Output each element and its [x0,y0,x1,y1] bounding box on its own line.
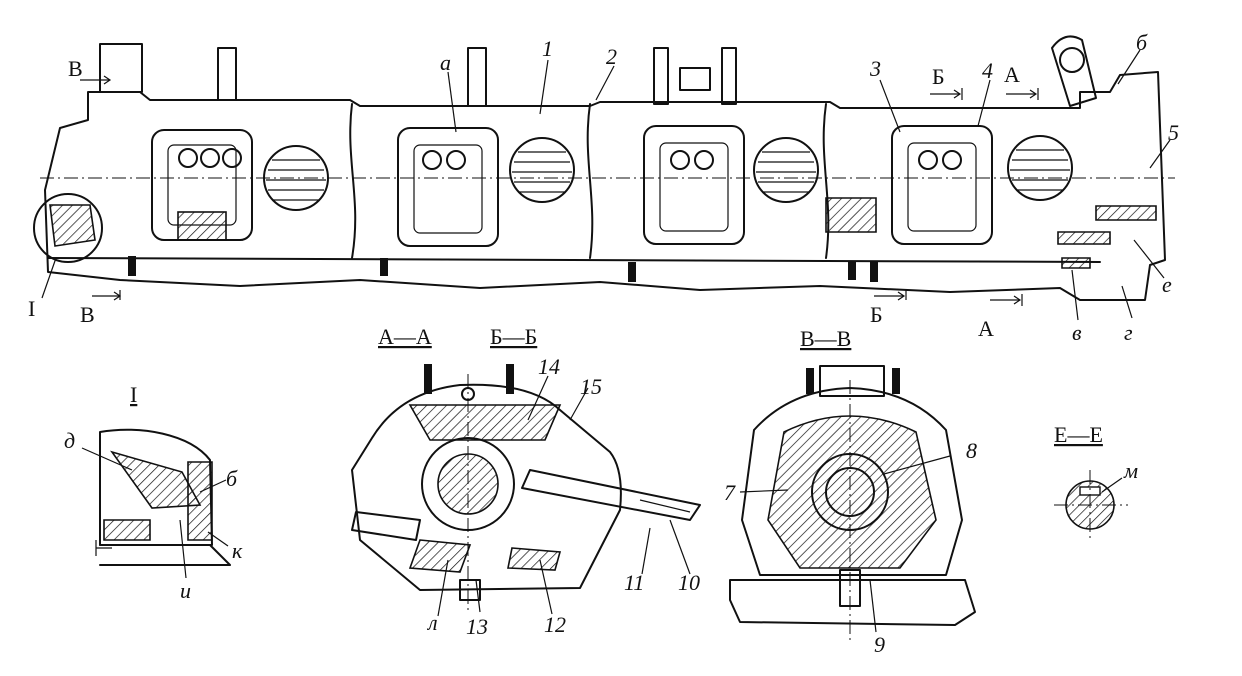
valve-unit-4 [891,125,1073,245]
label-m: м [1123,458,1138,483]
label-b-main: б [1136,30,1148,55]
part-number-10: 10 [678,570,700,595]
part-number-12: 12 [544,612,566,637]
part-number-1: 1 [542,36,553,61]
right-end-hatch-1 [1057,231,1111,245]
bottom-nuts [128,256,878,282]
title-detail-I: I [130,382,137,407]
detail-I-view [81,428,231,579]
part-number-4: 4 [982,58,993,83]
section-arrows [80,75,1039,306]
valve-unit-1 [151,129,329,241]
marker-b-bottom: Б [870,302,883,327]
section-AA-BB-view [351,364,701,617]
leader-lines [41,49,1171,321]
section-EE-view [1054,470,1128,540]
section-VV-view [729,365,976,640]
marker-b-top: Б [932,64,945,89]
part-number-9: 9 [874,632,885,657]
part-number-11: 11 [624,570,644,595]
segment-divider-2 [586,103,594,259]
title-section-VV: В—В [800,326,851,351]
marker-detail-I: I [28,296,35,321]
part-number-13: 13 [466,614,488,639]
title-section-EE: Е—Е [1054,422,1103,447]
label-i: и [180,578,191,603]
head-outline [44,71,1166,301]
title-section-BB: Б—Б [490,324,537,349]
label-a: а [440,50,451,75]
marker-v-bottom: В [80,302,95,327]
part-number-14: 14 [538,354,560,379]
detail-I-callout-circle [33,193,103,263]
label-l: л [426,610,438,635]
lower-edge [47,257,1101,263]
segment-divider-3 [822,103,830,259]
part-number-2: 2 [606,44,617,69]
part-number-5: 5 [1168,120,1179,145]
valve-unit-2 [397,127,575,247]
part-number-3: 3 [869,56,881,81]
marker-a-top: А [1004,62,1020,87]
right-end-hatch-3 [1061,257,1091,269]
center-hatch [825,197,877,233]
marker-a-bottom: А [978,316,994,341]
part-number-7: 7 [724,480,736,505]
label-v: в [1072,320,1082,345]
label-k: к [232,538,243,563]
marker-v-top: В [68,56,83,81]
top-studs [99,35,1097,107]
valve-unit-3 [643,125,819,245]
detail-I-hatched-part [49,204,96,247]
main-assembly-view [33,35,1175,321]
label-b-detail: б [226,466,238,491]
label-e: е [1162,272,1172,297]
right-end-hatch-2 [1095,205,1157,221]
part-number-8: 8 [966,438,977,463]
label-g: г [1124,320,1133,345]
labels: В В Б Б А А I а б в г е 1 2 3 4 5 I д б … [28,30,1179,657]
title-section-AA: А—А [378,324,432,349]
label-d: д [64,428,75,453]
segment-divider-1 [349,103,357,259]
part-number-15: 15 [580,374,602,399]
